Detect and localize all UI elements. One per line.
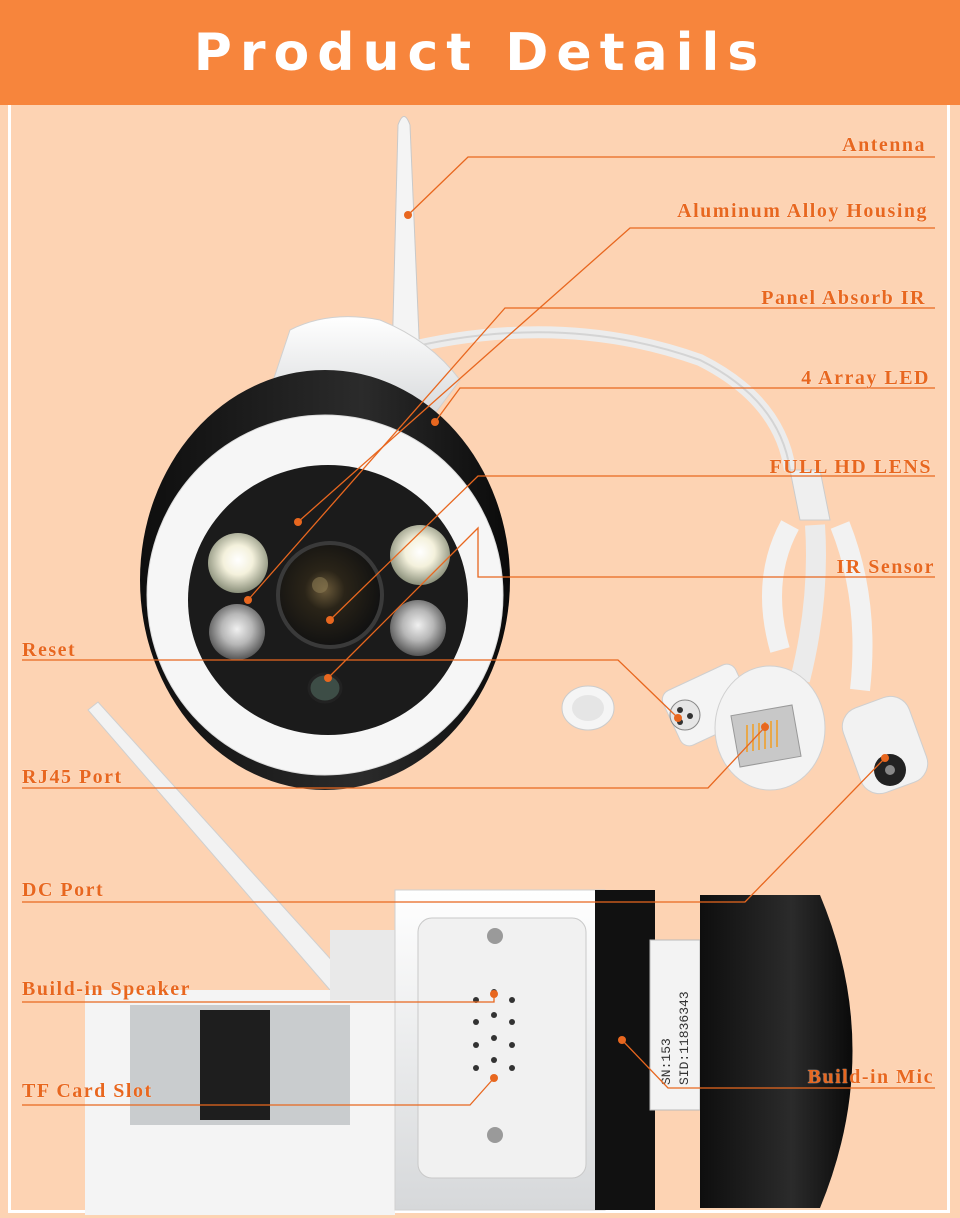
callout-housing: Aluminum Alloy Housing [677,200,928,222]
callout-antenna: Antenna [842,134,926,156]
page-title: Product Details [193,22,767,83]
led-top-right [390,525,450,585]
callout-ir-sensor: IR Sensor [836,556,935,578]
callout-speaker: Build-in Speaker [22,978,192,1000]
ir-sensor [307,672,343,704]
callout-dots [244,211,889,1082]
callout-dc: DC Port [22,879,105,901]
header-banner: Product Details [0,0,960,105]
callout-led: 4 Array LED [801,367,930,389]
main-lens [276,541,384,649]
antenna-front [391,116,421,361]
callout-lines [22,156,935,1106]
label-plate-line2: SID:11836343 [677,991,692,1085]
callout-mic: Build-in Mic [807,1066,934,1088]
callout-tf-slot: TF Card Slot [22,1080,153,1102]
connector-cluster [561,469,929,795]
label-plate-line1: SN:153 [659,1038,674,1085]
led-bottom-right [390,600,446,656]
camera-side-view: SN:153 SID:11836343 [85,701,853,1215]
callout-lens: FULL HD LENS [769,456,932,478]
led-bottom-left [209,604,265,660]
callout-reset: Reset [22,639,77,661]
led-top-left [208,533,268,593]
callout-panel-ir: Panel Absorb IR [761,287,926,309]
camera-front-view [140,116,796,790]
callout-rj45: RJ45 Port [22,766,123,788]
content-frame [8,105,950,1213]
